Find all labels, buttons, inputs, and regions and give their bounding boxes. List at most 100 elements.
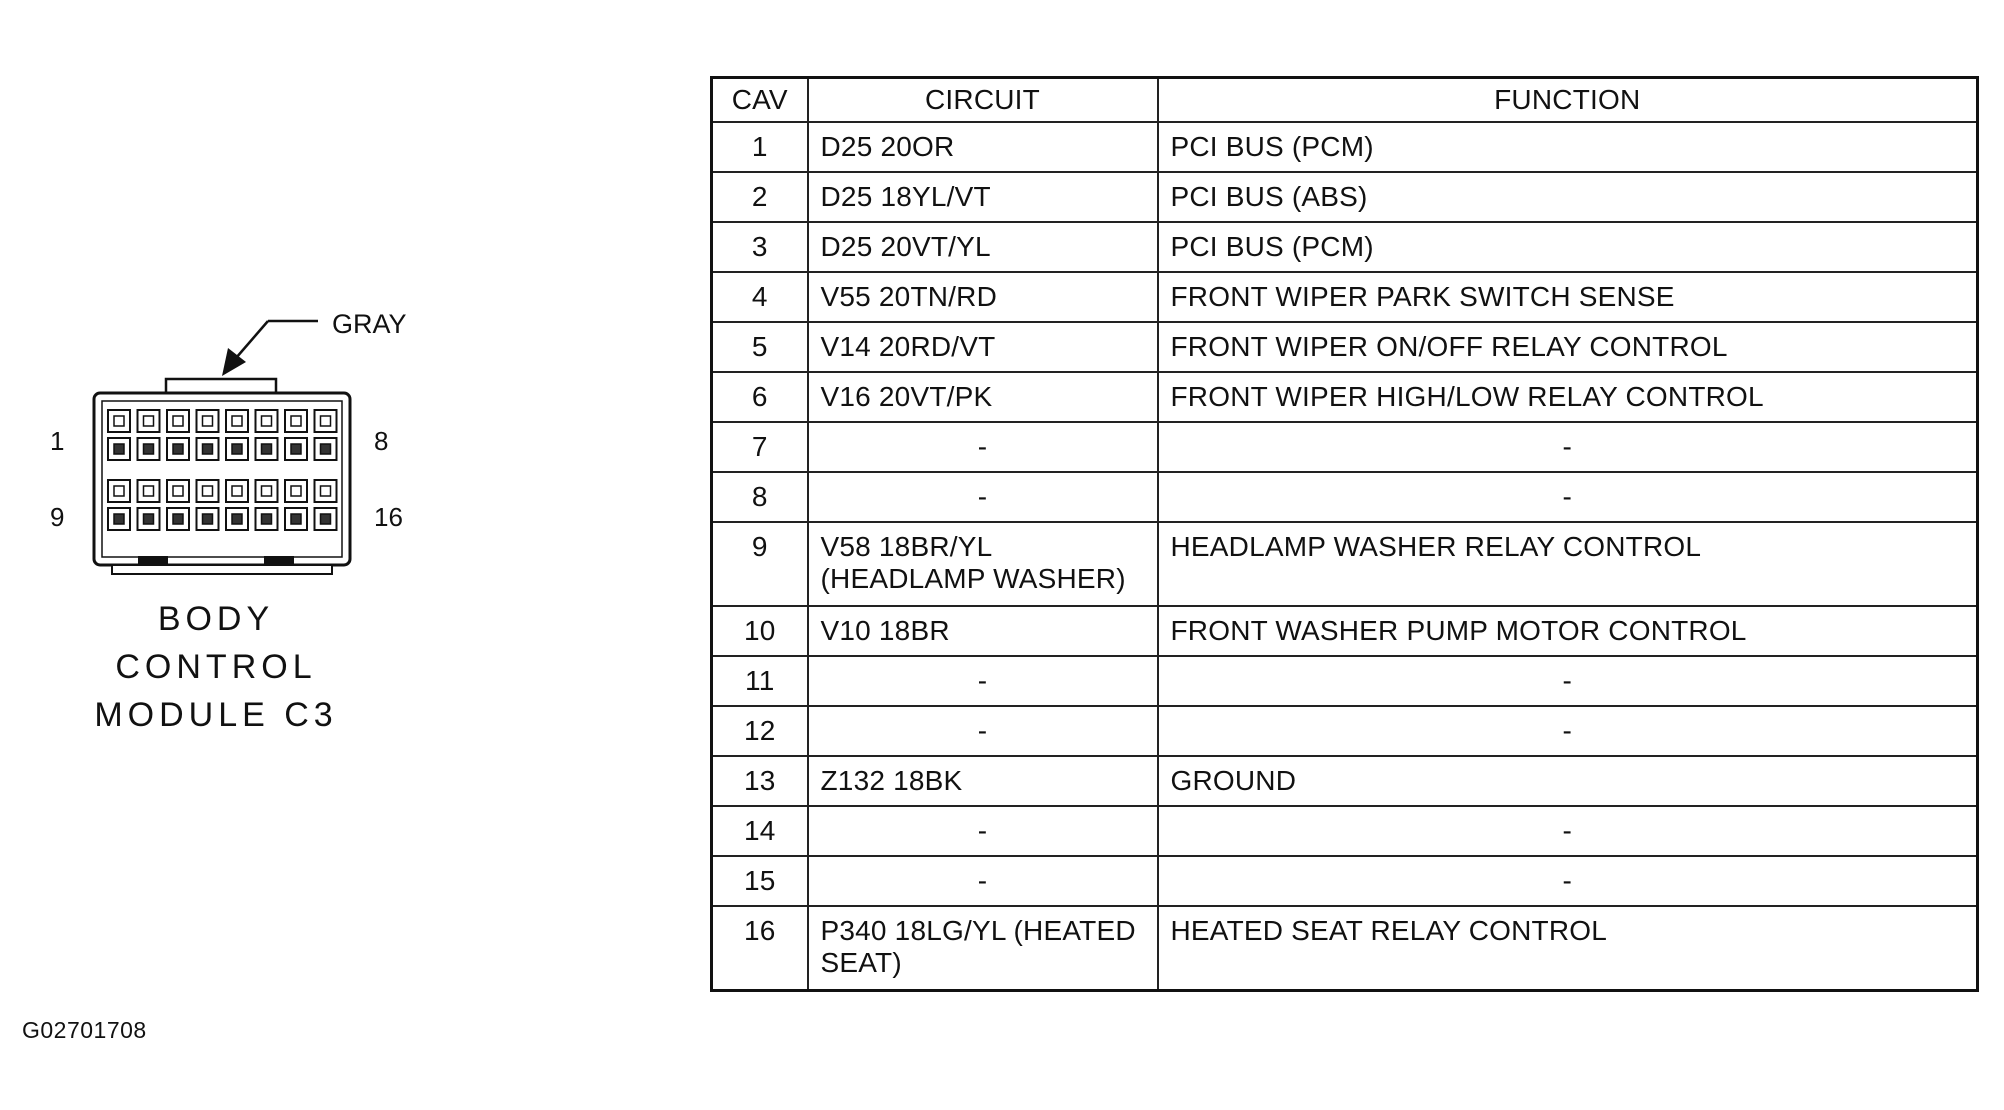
- cell-circuit: -: [806, 421, 1159, 473]
- connector-housing-inner: [101, 400, 343, 558]
- connector-cavity-terminal: [201, 513, 214, 525]
- cell-function: FRONT WIPER HIGH/LOW RELAY CONTROL: [1156, 371, 1979, 423]
- connector-cavity-terminal: [231, 513, 243, 525]
- connector-cavity-terminal: [113, 513, 125, 525]
- connector-cavity-terminal: [260, 443, 273, 455]
- cell-function: FRONT WIPER PARK SWITCH SENSE: [1156, 271, 1979, 323]
- callout-arrowhead: [222, 348, 246, 376]
- connector-cavity-terminal: [201, 485, 214, 497]
- connector-cavity-terminal: [201, 415, 214, 427]
- connector-cavity-terminal: [172, 443, 184, 455]
- connector-cavity-terminal: [113, 485, 125, 497]
- header-circuit: CIRCUIT: [806, 76, 1159, 123]
- cell-function: -: [1156, 705, 1979, 757]
- table-row: 7--: [710, 421, 1979, 473]
- cell-cav: 4: [710, 271, 809, 323]
- table-row: 15--: [710, 855, 1979, 907]
- connector-cavity-terminal: [290, 443, 302, 455]
- connector-cavity-terminal: [113, 415, 125, 427]
- cell-function: PCI BUS (PCM): [1156, 221, 1979, 273]
- cell-circuit: -: [806, 705, 1159, 757]
- cell-cav: 15: [710, 855, 809, 907]
- cell-circuit: V16 20VT/PK: [806, 371, 1159, 423]
- cell-function: -: [1156, 471, 1979, 523]
- cell-circuit: -: [806, 855, 1159, 907]
- cell-circuit: V10 18BR: [806, 605, 1159, 657]
- connector-cavity-terminal: [172, 513, 184, 525]
- cell-function: -: [1156, 655, 1979, 707]
- connector-cavity-terminal: [319, 513, 332, 525]
- connector-cavity-terminal: [172, 415, 184, 427]
- connector-color-label: GRAY: [332, 309, 407, 339]
- cell-cav: 9: [710, 521, 809, 607]
- pin-label-9: 9: [50, 502, 64, 532]
- cell-cav: 11: [710, 655, 809, 707]
- table-row: 11--: [710, 655, 1979, 707]
- cell-cav: 3: [710, 221, 809, 273]
- connector-cavity-grid: [107, 409, 338, 531]
- connector-cavity-terminal: [319, 443, 332, 455]
- cell-cav: 16: [710, 905, 809, 991]
- cell-function: GROUND: [1156, 755, 1979, 807]
- connector-name-line-1: BODY: [158, 600, 274, 638]
- connector-cavity-terminal: [290, 485, 302, 497]
- cell-circuit: Z132 18BK: [806, 755, 1159, 807]
- table-header-row: CAV CIRCUIT FUNCTION: [710, 76, 1979, 123]
- pin-label-8: 8: [374, 426, 388, 456]
- table-row: 8--: [710, 471, 1979, 523]
- cell-function: -: [1156, 421, 1979, 473]
- cell-circuit: -: [806, 471, 1159, 523]
- table-row: 14--: [710, 805, 1979, 857]
- cell-function: FRONT WASHER PUMP MOTOR CONTROL: [1156, 605, 1979, 657]
- connector-cavity-terminal: [172, 485, 184, 497]
- header-function: FUNCTION: [1156, 76, 1979, 123]
- connector-cavity-terminal: [260, 485, 273, 497]
- connector-cavity-terminal: [201, 443, 214, 455]
- figure-id: G02701708: [22, 1017, 147, 1043]
- header-cav: CAV: [710, 76, 809, 123]
- connector-cavity-terminal: [113, 443, 125, 455]
- cell-circuit: D25 20OR: [806, 121, 1159, 173]
- cell-circuit: D25 18YL/VT: [806, 171, 1159, 223]
- cell-circuit: -: [806, 805, 1159, 857]
- cell-cav: 5: [710, 321, 809, 373]
- connector-cavity-terminal: [260, 415, 273, 427]
- connector-foot-right: [264, 556, 294, 566]
- connector-cavity-terminal: [231, 415, 243, 427]
- cell-circuit: V14 20RD/VT: [806, 321, 1159, 373]
- connector-base-rail: [111, 564, 333, 575]
- cell-circuit: V58 18BR/YL (HEADLAMP WASHER): [806, 521, 1159, 607]
- connector-foot-left: [138, 556, 168, 566]
- table-row: 12--: [710, 705, 1979, 757]
- cell-cav: 12: [710, 705, 809, 757]
- cell-cav: 1: [710, 121, 809, 173]
- cell-circuit: D25 20VT/YL: [806, 221, 1159, 273]
- connector-cavity-terminal: [319, 415, 332, 427]
- callout-leader-line-diagonal: [235, 320, 269, 359]
- connector-cavity-terminal: [142, 415, 155, 427]
- cell-cav: 14: [710, 805, 809, 857]
- connector-cavity-terminal: [142, 513, 155, 525]
- connector-cavity-terminal: [231, 443, 243, 455]
- connector-diagram: GRAY 1 8 9 16 BODY CONTROL MODULE C3: [50, 309, 407, 734]
- connector-housing: [92, 391, 352, 567]
- connector-cavity-terminal: [142, 443, 155, 455]
- cell-circuit: P340 18LG/YL (HEATED SEAT): [806, 905, 1159, 991]
- cell-function: PCI BUS (ABS): [1156, 171, 1979, 223]
- cell-function: FRONT WIPER ON/OFF RELAY CONTROL: [1156, 321, 1979, 373]
- connector-cavity-terminal: [142, 485, 155, 497]
- cell-cav: 13: [710, 755, 809, 807]
- cell-function: -: [1156, 855, 1979, 907]
- cell-cav: 6: [710, 371, 809, 423]
- cell-function: -: [1156, 805, 1979, 857]
- cell-cav: 8: [710, 471, 809, 523]
